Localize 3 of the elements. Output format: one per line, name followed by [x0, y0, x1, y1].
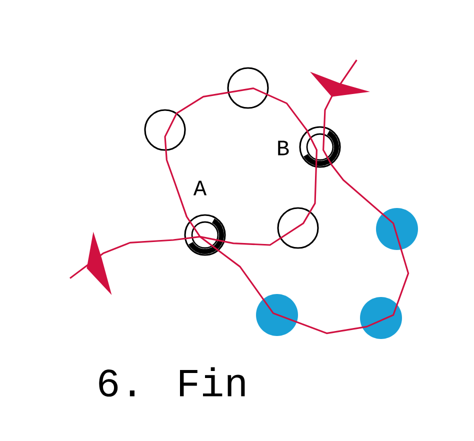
point-label: A — [193, 180, 207, 196]
step-caption: 6. Fin — [99, 367, 245, 397]
point-label: B — [278, 140, 289, 156]
